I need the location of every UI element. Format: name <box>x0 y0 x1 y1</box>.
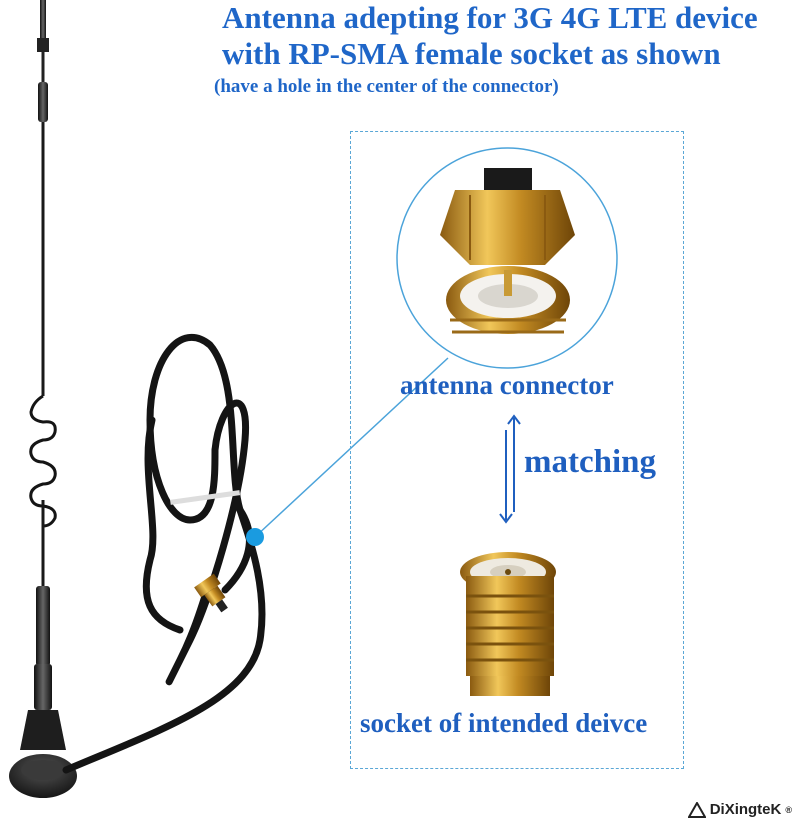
registered-mark: ® <box>785 804 792 815</box>
pointer-line <box>254 357 449 538</box>
matching-label: matching <box>524 444 656 480</box>
antenna-connector-label: antenna connector <box>400 370 614 400</box>
headline-line-1: Antenna adepting for 3G 4G LTE device <box>222 0 758 35</box>
cable-tie <box>170 490 241 505</box>
brand-logo: DiXingteK ® <box>687 801 792 818</box>
headline-note: (have a hole in the center of the connec… <box>214 76 559 97</box>
socket-closeup <box>460 552 556 696</box>
coiled-cable <box>62 334 266 774</box>
connector-detail-frame <box>350 131 684 769</box>
socket-label: socket of intended deivce <box>360 708 648 738</box>
matching-arrows <box>499 414 521 524</box>
antenna-connector-closeup <box>396 147 618 369</box>
brand-logo-icon <box>687 801 706 818</box>
brand-logo-text: DiXingteK <box>709 801 782 818</box>
antenna-whip <box>9 0 77 798</box>
cable-connector <box>194 573 228 613</box>
pointer-dot <box>246 528 264 546</box>
headline-line-2: with RP-SMA female socket as shown <box>222 36 721 71</box>
